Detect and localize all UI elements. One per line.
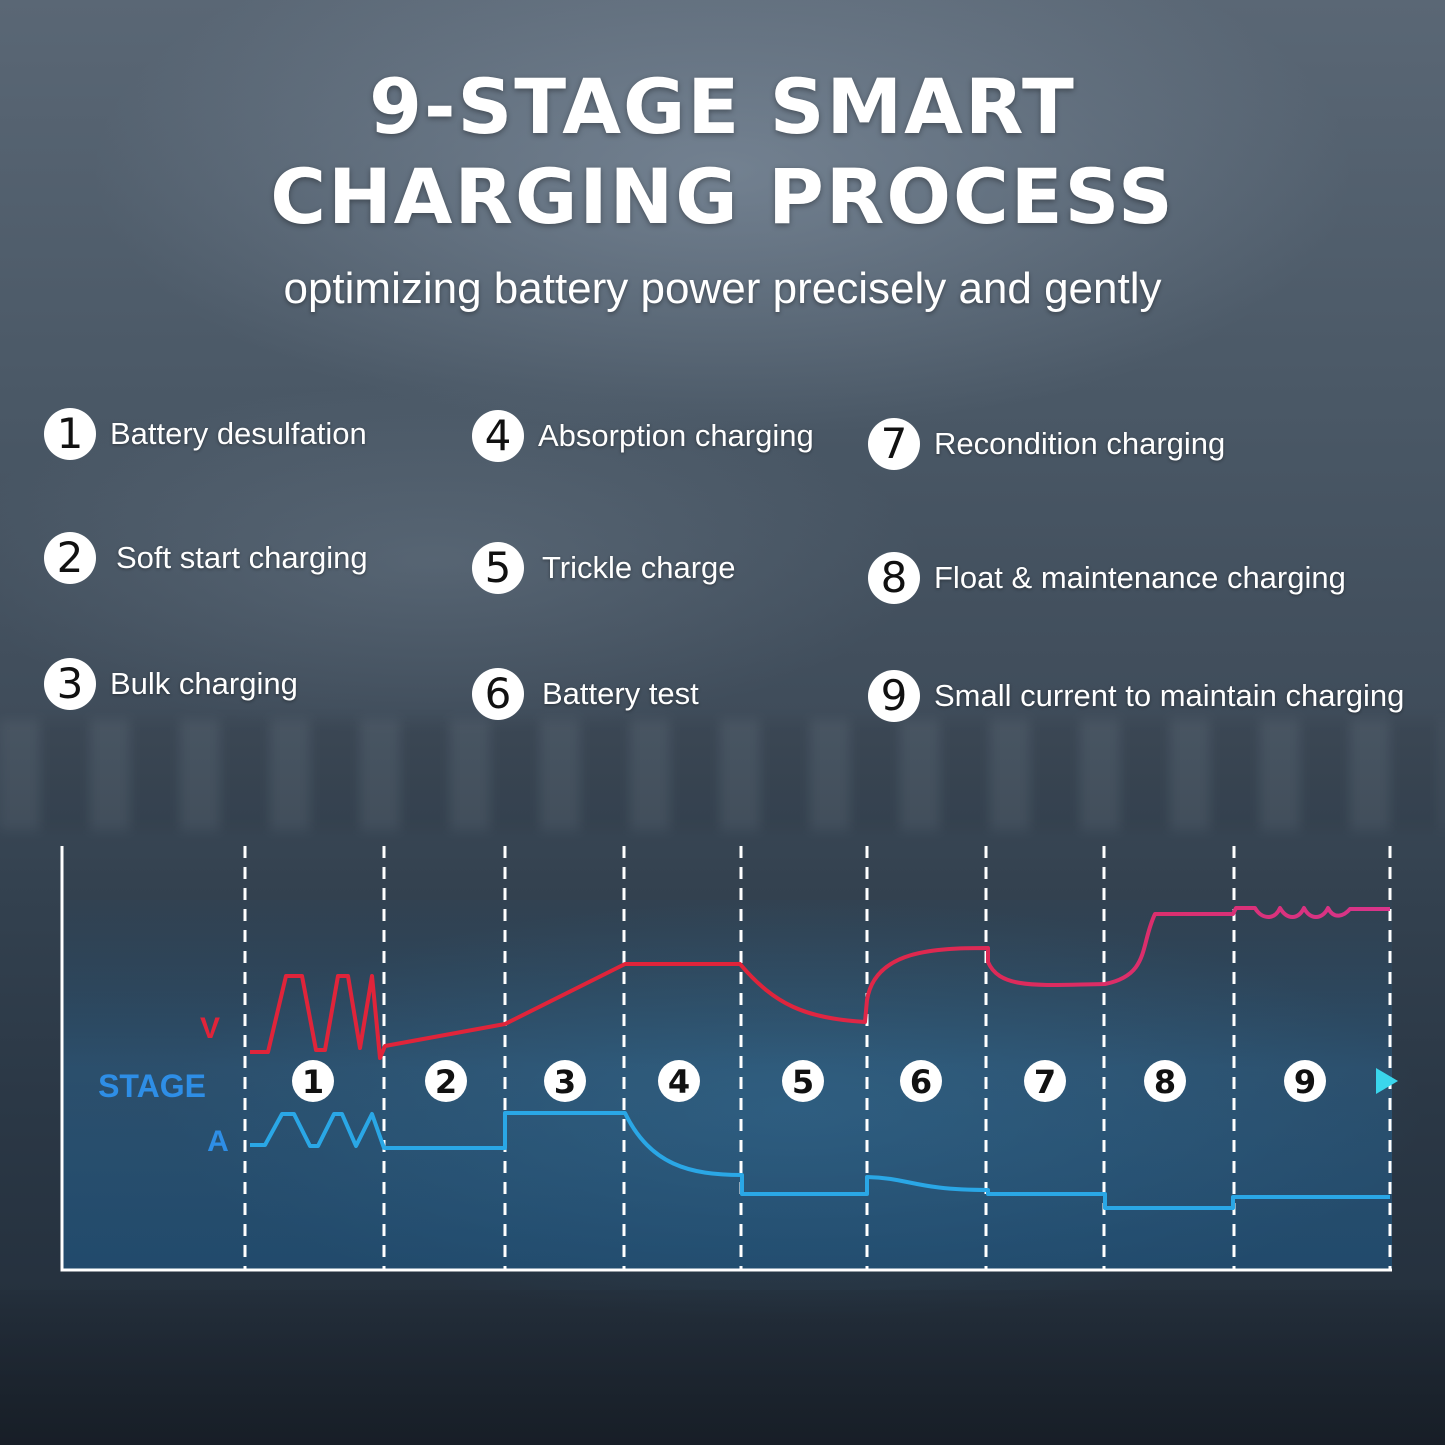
voltage-axis-label: V <box>200 1012 220 1045</box>
stage-axis-arrowhead <box>1376 1068 1398 1094</box>
stage-marker-number: 1 <box>302 1063 324 1101</box>
stage-marker-circle <box>900 1060 942 1102</box>
stage-number-badge: 5 <box>472 542 524 594</box>
stage-number-badge: 1 <box>44 408 96 460</box>
legend-label: Small current to maintain charging <box>934 678 1405 713</box>
voltage-curve <box>250 906 1390 1060</box>
legend-label: Battery test <box>542 676 699 711</box>
stage-marker-6: 6 <box>900 1060 942 1102</box>
stage-number-badge: 9 <box>868 670 920 722</box>
diagram-frame <box>60 846 1392 1272</box>
stage-marker-number: 8 <box>1154 1063 1176 1101</box>
legend-item-7: 7 Recondition charging <box>868 418 1225 470</box>
stage-marker-9: 9 <box>1284 1060 1326 1102</box>
stage-marker-circle <box>1024 1060 1066 1102</box>
stage-number-badge: 6 <box>472 668 524 720</box>
legend-item-2: 2 Soft start charging <box>44 532 368 584</box>
legend-item-4: 4 Absorption charging <box>472 410 814 462</box>
stage-marker-3: 3 <box>544 1060 586 1102</box>
legend-label: Float & maintenance charging <box>934 560 1346 595</box>
stage-marker-7: 7 <box>1024 1060 1066 1102</box>
stage-marker-4: 4 <box>658 1060 700 1102</box>
title-line-1: 9-STAGE SMART <box>369 62 1076 151</box>
stage-number-badge: 4 <box>472 410 524 462</box>
stage-marker-circle <box>1144 1060 1186 1102</box>
stage-marker-number: 5 <box>792 1063 814 1101</box>
stage-marker-circle <box>425 1060 467 1102</box>
stage-number-badge: 2 <box>44 532 96 584</box>
stage-dividers <box>243 846 1392 1270</box>
legend-label: Trickle charge <box>542 550 736 585</box>
title-line-2: CHARGING PROCESS <box>270 152 1175 241</box>
legend-label: Absorption charging <box>538 418 814 453</box>
stage-marker-5: 5 <box>782 1060 824 1102</box>
legend-item-5: 5 Trickle charge <box>472 542 736 594</box>
background-bottom-shade <box>0 1290 1445 1445</box>
stage-marker-2: 2 <box>425 1060 467 1102</box>
page-title: 9-STAGE SMART CHARGING PROCESS <box>0 62 1445 242</box>
stage-marker-circle <box>292 1060 334 1102</box>
stage-marker-number: 2 <box>435 1063 457 1101</box>
stage-marker-circle <box>782 1060 824 1102</box>
stage-number-badge: 8 <box>868 552 920 604</box>
legend-item-9: 9 Small current to maintain charging <box>868 670 1404 722</box>
stage-marker-number: 3 <box>554 1063 576 1101</box>
diagram-panel-shade <box>62 900 1392 1270</box>
stage-marker-number: 6 <box>910 1063 932 1101</box>
page-subtitle: optimizing battery power precisely and g… <box>283 264 1162 313</box>
stage-marker-circle <box>544 1060 586 1102</box>
legend-item-3: 3 Bulk charging <box>44 658 298 710</box>
stage-number-badge: 3 <box>44 658 96 710</box>
stage-marker-number: 7 <box>1034 1063 1056 1101</box>
background-texture <box>0 720 1445 830</box>
stage-axis-label: STAGE <box>98 1068 206 1104</box>
stage-marker-number: 4 <box>668 1063 690 1101</box>
legend-label: Bulk charging <box>110 666 298 701</box>
current-axis-label: A <box>207 1125 229 1158</box>
legend-item-8: 8 Float & maintenance charging <box>868 552 1346 604</box>
stage-marker-circle <box>658 1060 700 1102</box>
stage-marker-1: 1 <box>292 1060 334 1102</box>
current-curve <box>250 1111 1390 1210</box>
stage-marker-number: 9 <box>1294 1063 1316 1101</box>
legend-item-1: 1 Battery desulfation <box>44 408 367 460</box>
stage-marker-8: 8 <box>1144 1060 1186 1102</box>
legend-label: Battery desulfation <box>110 416 367 451</box>
stage-marker-circle <box>1284 1060 1326 1102</box>
stage-markers: 1 2 3 4 5 6 7 8 9 <box>292 1060 1326 1102</box>
legend-label: Recondition charging <box>934 426 1226 461</box>
stage-number-badge: 7 <box>868 418 920 470</box>
legend-item-6: 6 Battery test <box>472 668 699 720</box>
legend-label: Soft start charging <box>116 540 368 575</box>
